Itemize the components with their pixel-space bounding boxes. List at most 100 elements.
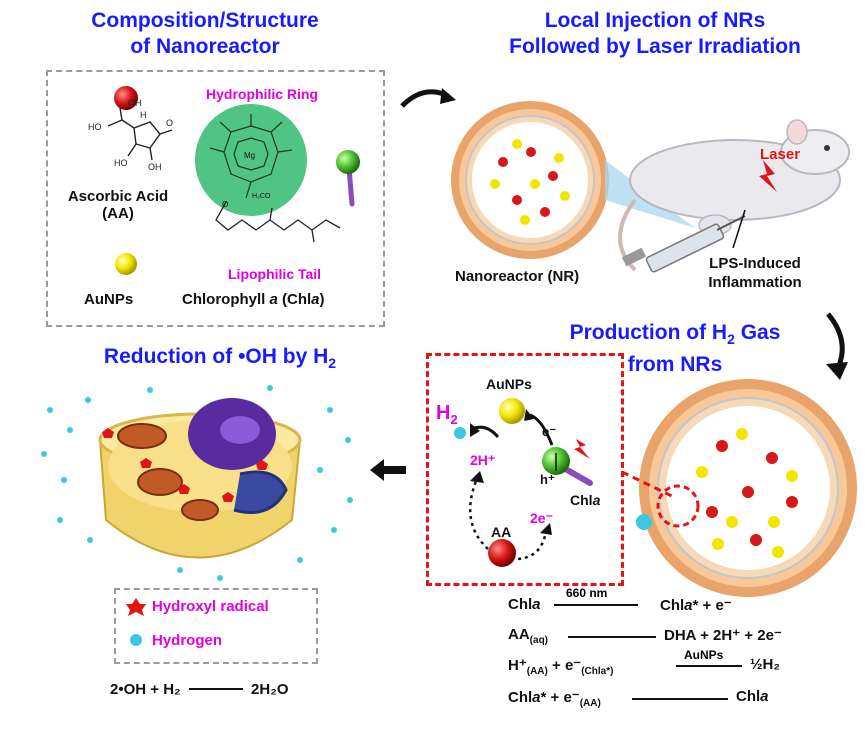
chlorophyll-label: Chlorophyll a (Chla): [182, 291, 325, 308]
nucleus-inner: [220, 416, 260, 444]
two-e-label: 2e⁻: [530, 510, 553, 526]
mechanism-aunps-label: AuNPs: [486, 376, 532, 392]
np-yellow: [712, 538, 724, 550]
ascorbic-acid-label: Ascorbic Acid (AA): [67, 188, 169, 222]
hydrophilic-label: Hydrophilic Ring: [206, 86, 318, 102]
legend-icons: [126, 598, 146, 646]
np-yellow: [736, 428, 748, 440]
np-red: [540, 207, 550, 217]
two-h-plus-label: 2H⁺: [470, 452, 496, 468]
np-cyan: [636, 514, 652, 530]
np-yellow: [560, 191, 570, 201]
nanoreactor-particles-top: [490, 139, 570, 225]
arrow-h2-head: [470, 423, 480, 437]
lps-label: LPS-Induced Inflammation: [708, 255, 802, 291]
mechanism-h2: [454, 427, 466, 439]
dotted-arrow-right: [517, 530, 548, 561]
aunps-label: AuNPs: [84, 291, 134, 308]
ascorbic-label-o: O: [166, 118, 173, 128]
injection-graphics: [451, 101, 850, 273]
eq1-arrow: [554, 604, 638, 606]
reaction-arrow: [188, 688, 243, 690]
title-injection: Local Injection of NRs Followed by Laser…: [455, 8, 855, 60]
ascorbic-label-h: H: [140, 110, 147, 120]
equation-2-right: DHA + 2H⁺ + 2e⁻: [664, 627, 782, 644]
equation-1-right: Chla* + e⁻: [660, 597, 732, 614]
legend-box: [114, 588, 318, 664]
reduction-equation: 2•OH + H₂ 2H₂O: [110, 681, 289, 698]
dotted-arrow-left-head: [470, 471, 484, 483]
ascorbic-label-ho: HO: [88, 122, 102, 132]
eq3-arrow: [676, 665, 742, 667]
np-yellow: [772, 546, 784, 558]
cell-graphics: [41, 385, 353, 581]
mechanism-aa: [488, 539, 516, 567]
mouse-ear: [786, 119, 808, 145]
mitochondrion: [137, 468, 183, 496]
np-red: [706, 506, 718, 518]
curved-arrow-right: [826, 312, 848, 380]
hydroxyl-radical-icon: [126, 598, 146, 616]
legend-hydroxyl: Hydroxyl radical: [152, 598, 269, 615]
eq4-arrow: [632, 698, 728, 700]
eq3-above: AuNPs: [684, 648, 724, 662]
chla-head: [336, 150, 360, 174]
hydrophilic-ring: [195, 104, 307, 216]
lps-pointer: [732, 209, 746, 249]
np-yellow: [520, 215, 530, 225]
np-yellow: [512, 139, 522, 149]
ascorbic-label-ho2: HO: [114, 158, 128, 168]
np-yellow: [530, 179, 540, 189]
eq1-above: 660 nm: [566, 586, 608, 600]
np-red: [742, 486, 754, 498]
np-red: [716, 440, 728, 452]
title-reduction: Reduction of •OH by H2: [103, 345, 337, 372]
equation-4-right: Chla: [736, 688, 769, 705]
arrow-to-aunp-head: [524, 409, 534, 421]
title-composition: Composition/Structure of Nanoreactor: [40, 8, 370, 60]
arrow-to-aunp: [529, 413, 554, 446]
composition-box: [46, 70, 385, 327]
zoom-circle: [656, 484, 700, 528]
np-red: [786, 496, 798, 508]
mechanism-chla-label: Chla: [570, 492, 601, 508]
title-production: Production of H2 Gas from NRs: [510, 320, 840, 378]
aunp-ball: [115, 253, 137, 275]
ascorbic-label-oh2: OH: [148, 162, 162, 172]
porphyrin-structure: [209, 114, 293, 199]
mechanism-aa-label: AA: [491, 524, 512, 540]
ascorbic-acid-ball: [114, 86, 138, 110]
equation-2: AA(aq): [508, 626, 549, 646]
np-yellow: [768, 516, 780, 528]
mouse-eye: [824, 145, 830, 151]
lipophilic-label: Lipophilic Tail: [228, 266, 322, 282]
dotted-arrow-right-head: [540, 523, 552, 535]
laser-bolt-icon: [759, 160, 777, 192]
np-red: [766, 452, 778, 464]
mechanism-aunp: [499, 398, 525, 424]
er: [233, 470, 288, 514]
ester-label: H₃CO: [252, 193, 271, 200]
np-red: [512, 195, 522, 205]
np-yellow: [786, 470, 798, 482]
tail-branch-1: [269, 207, 273, 221]
dotted-arrow-left: [468, 480, 489, 550]
left-arrow: [370, 459, 406, 481]
nanoreactor-core: [472, 122, 588, 238]
zoom-connector: [621, 470, 677, 500]
title-injection-line2: Followed by Laser Irradiation: [509, 35, 801, 58]
hydrogen-dots: [41, 385, 353, 581]
composition-graphics: OH H HO O HO OH Mg H₃CO O: [88, 86, 360, 275]
mechanism-h2-label: H2: [436, 402, 458, 427]
hydrogen-icon: [130, 634, 142, 646]
np-yellow: [726, 516, 738, 528]
title-composition-line2: of Nanoreactor: [130, 35, 280, 58]
mitochondrion: [117, 423, 167, 449]
title-composition-line1: Composition/Structure: [91, 9, 319, 32]
equation-3-right: ½H₂: [750, 656, 781, 673]
mechanism-box: [426, 353, 624, 586]
equation-1: Chla: [508, 596, 541, 613]
np-red: [750, 534, 762, 546]
tail-branch-2: [311, 229, 315, 243]
title-production-line2: from NRs: [627, 353, 723, 377]
